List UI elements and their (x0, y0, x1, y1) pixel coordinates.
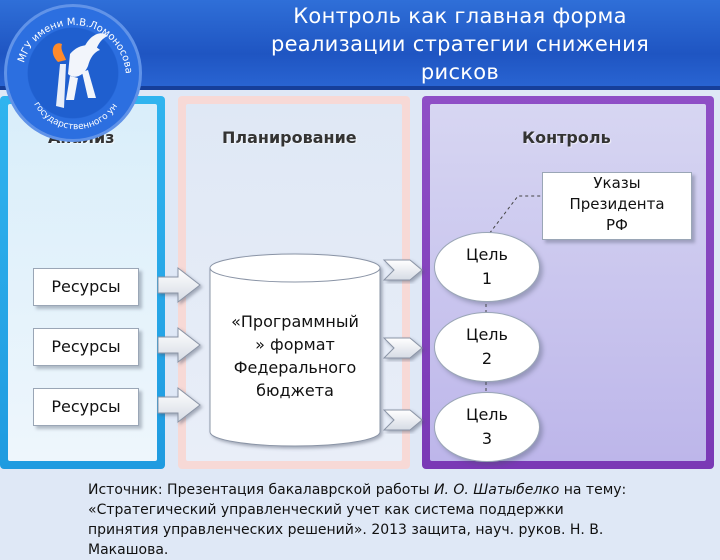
control-heading: Контроль (522, 128, 611, 147)
resource-box-2: Ресурсы (33, 328, 139, 366)
title-line-3: рисков (420, 60, 500, 84)
arrow-resource-1 (157, 266, 201, 304)
resource-box-3: Ресурсы (33, 388, 139, 426)
chevron-arrow-2 (382, 337, 423, 359)
planning-heading: Планирование (222, 128, 357, 147)
goal-3: Цель 3 (434, 392, 540, 462)
page-title: Контроль как главная форма реализации ст… (240, 2, 680, 86)
goal-2: Цель 2 (434, 312, 540, 382)
goal-1: Цель 1 (434, 232, 540, 302)
source-note: Источник: Презентация бакалаврской работ… (88, 482, 627, 558)
arrow-resource-3 (157, 386, 201, 424)
title-line-2: реализации стратегии снижения (270, 32, 650, 56)
university-logo: МГУ имени М.В.Ломоносова государственног… (4, 4, 142, 142)
diagram-graphics (157, 195, 542, 447)
title-line-1: Контроль как главная форма (293, 4, 627, 28)
chevron-arrow-1 (382, 259, 423, 281)
connector-decree-goal1 (485, 195, 542, 239)
chevron-arrow-3 (382, 409, 423, 431)
resource-box-1: Ресурсы (33, 268, 139, 306)
decree-box: Указы Президента РФ (542, 172, 692, 240)
budget-label: «Программный » формат Федерального бюдже… (231, 312, 359, 400)
budget-cylinder (209, 253, 381, 447)
arrow-resource-2 (157, 326, 201, 364)
